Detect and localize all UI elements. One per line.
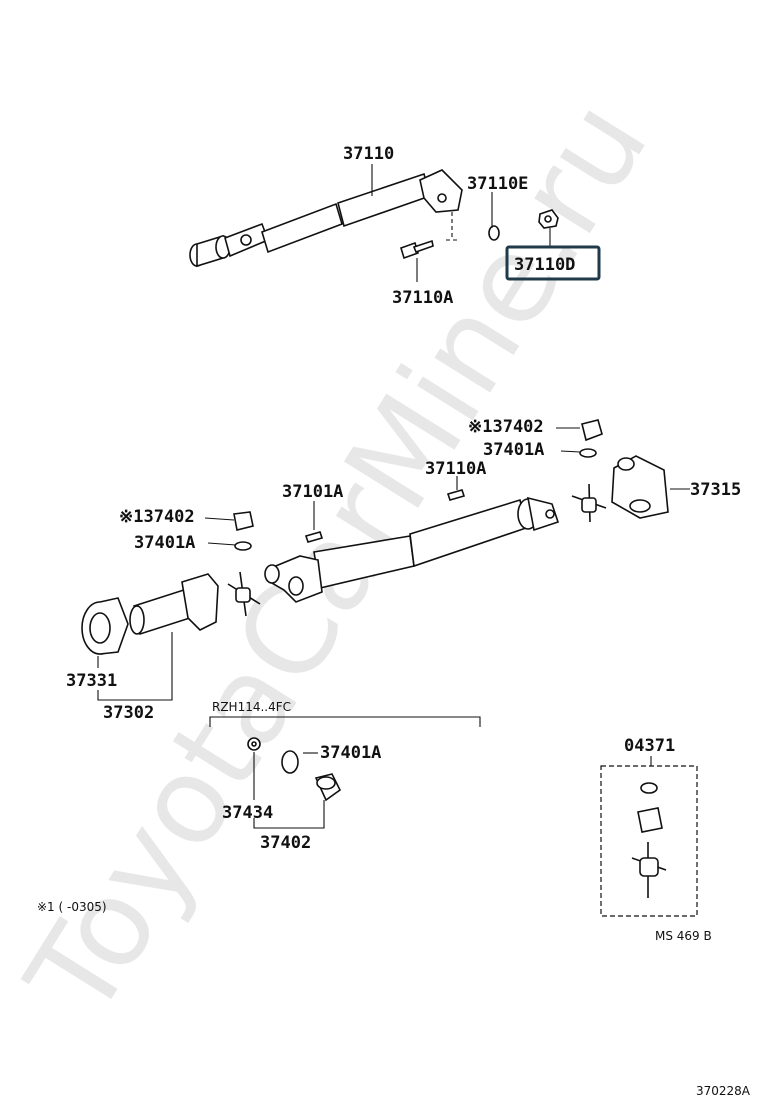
label-37110: 37110 [343, 144, 394, 164]
plate-37110a-mid [446, 489, 466, 501]
label-37402-left: ※137402 [119, 507, 195, 527]
propeller-shaft-assembly-top [189, 169, 463, 268]
label-04371: 04371 [624, 736, 675, 756]
snap-ring-37401a-bottom [281, 750, 299, 774]
plate-37101a [304, 531, 324, 543]
bearing-cup-37402-right [581, 419, 603, 442]
diagram-code: 370228A [696, 1084, 751, 1098]
nut-37110d [538, 209, 559, 229]
grease-fitting-37434 [247, 737, 261, 751]
kit-box-04371 [600, 765, 698, 917]
label-37110a-mid: 37110A [425, 459, 486, 479]
label-37315: 37315 [690, 480, 741, 500]
propeller-shaft-assembly-middle [81, 455, 669, 655]
label-37331: 37331 [66, 671, 117, 691]
label-37101a: 37101A [282, 482, 343, 502]
label-37402-right: ※137402 [468, 417, 544, 437]
label-37110a-top: 37110A [392, 288, 453, 308]
label-37434: 37434 [222, 803, 273, 823]
highlight-box-37110d [505, 245, 601, 281]
label-37401a-bottom: 37401A [320, 743, 381, 763]
label-37110e: 37110E [467, 174, 528, 194]
kit-04371-parts [631, 782, 667, 898]
label-37302: 37302 [103, 703, 154, 723]
label-37110d: 37110D [514, 255, 575, 275]
label-37401a-right: 37401A [483, 440, 544, 460]
variant-bracket [209, 716, 481, 727]
footnote: ※1 ( -0305) [37, 900, 107, 914]
bearing-cup-37402-bottom [314, 773, 342, 802]
clipped-code: MS 469 B [655, 929, 712, 943]
bolt-37110a [400, 239, 434, 260]
variant-note: RZH114..4FC [212, 700, 291, 714]
label-37402-bottom: 37402 [260, 833, 311, 853]
snap-ring-37401a-left [234, 541, 252, 551]
label-37401a-left: 37401A [134, 533, 195, 553]
snap-ring-37401a-right [579, 448, 597, 458]
washer-37110e [488, 225, 500, 241]
bearing-cup-37402-left [233, 511, 254, 531]
